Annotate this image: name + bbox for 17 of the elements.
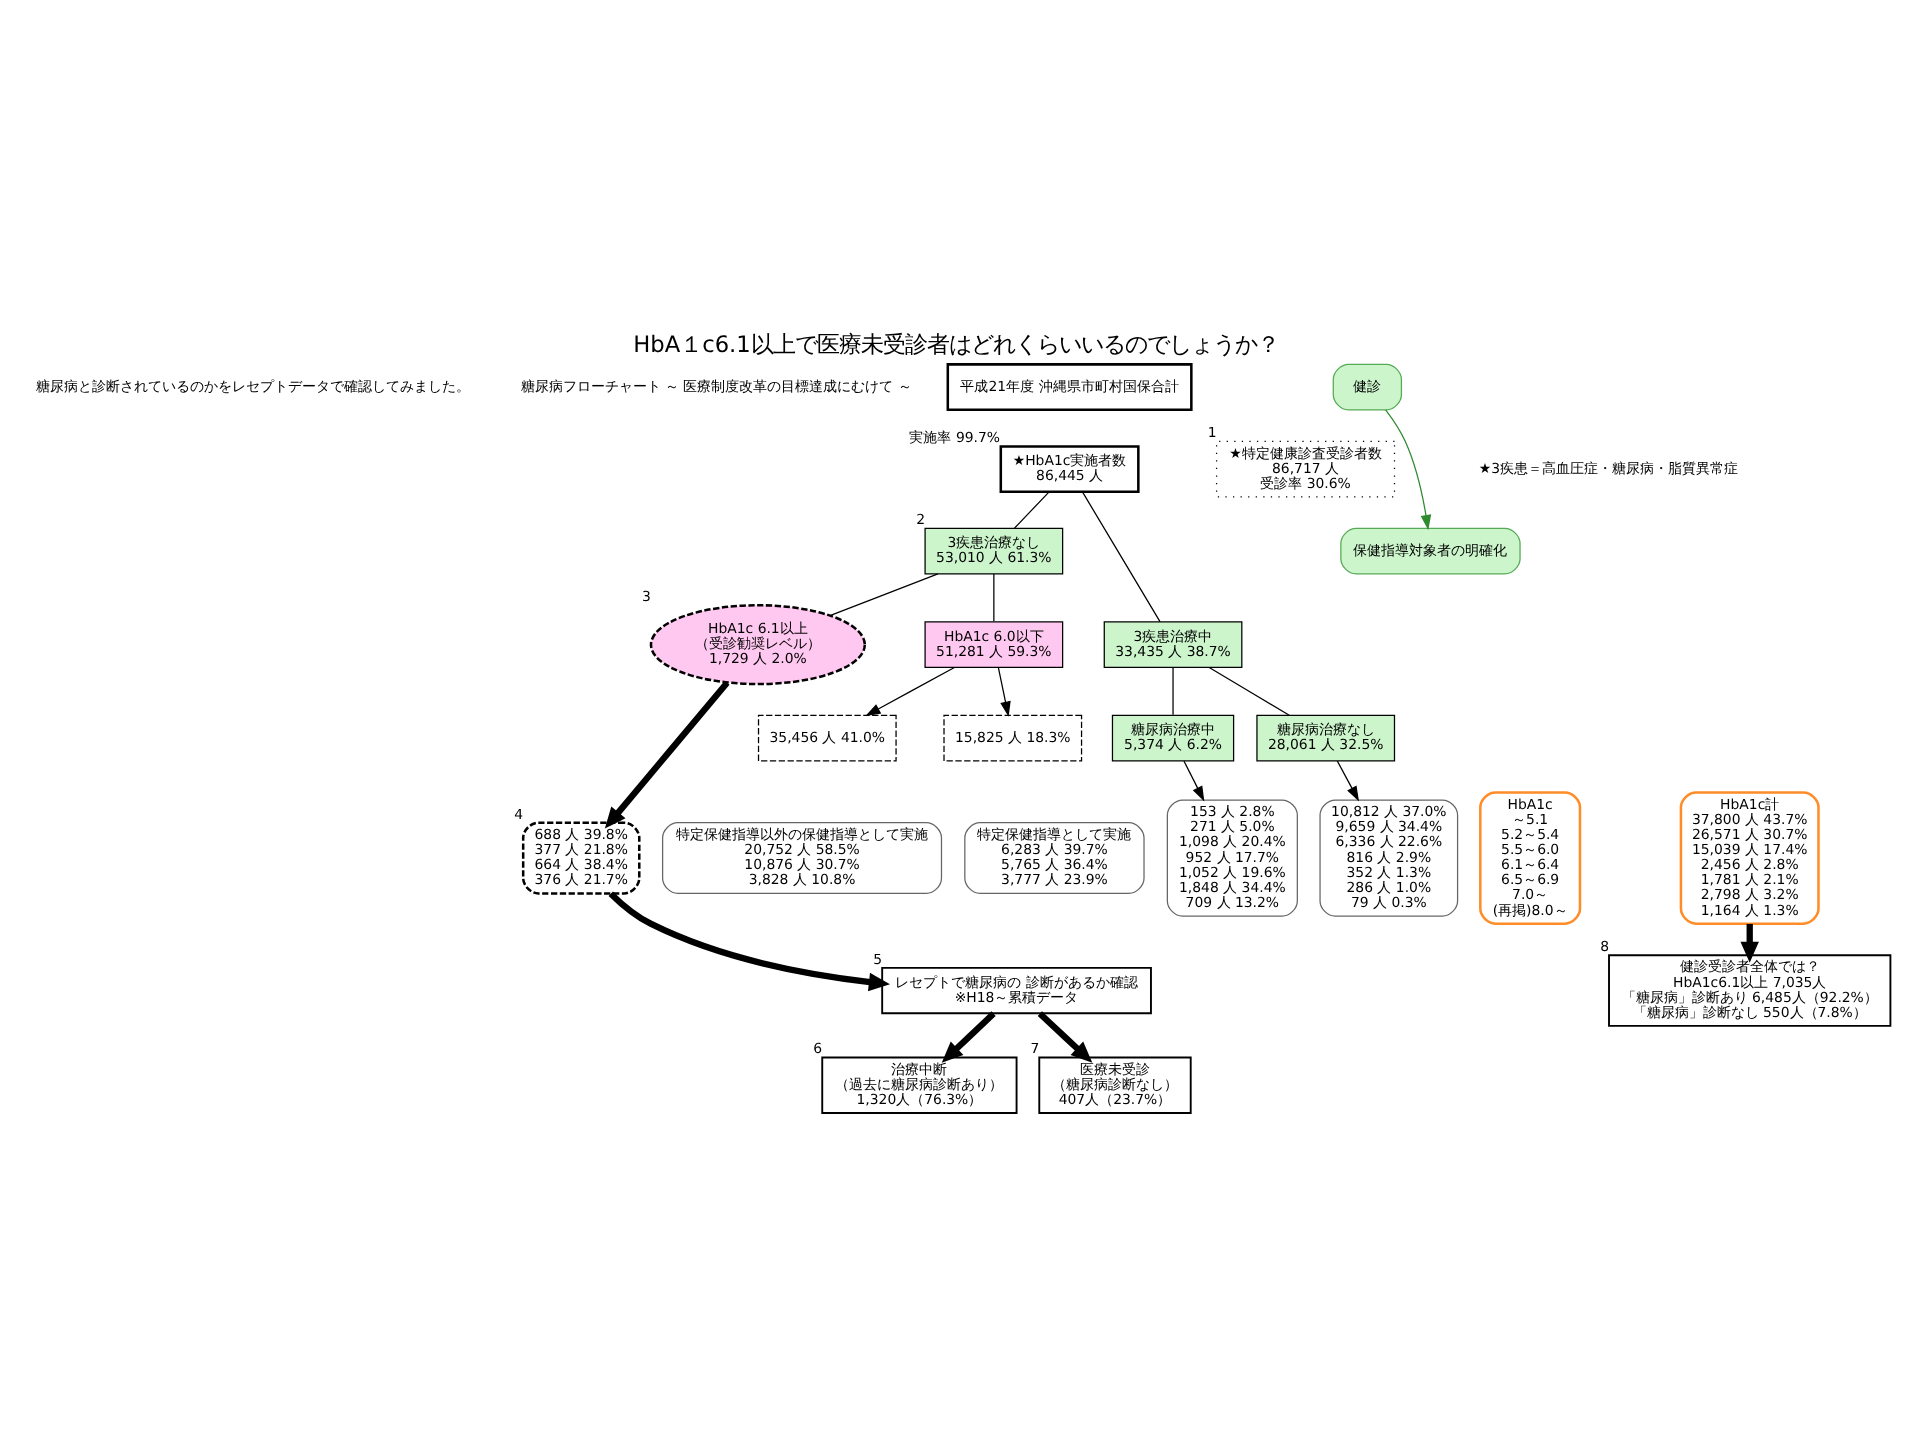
connector bbox=[1081, 490, 1161, 622]
arrow bbox=[1183, 759, 1205, 801]
arrow bbox=[604, 679, 730, 828]
arrow bbox=[1385, 408, 1432, 530]
connector bbox=[993, 572, 995, 621]
connector bbox=[1172, 665, 1174, 715]
connector bbox=[829, 572, 939, 616]
diagram-title: HbA１c6.1以上で医療未受診者はどれくらいいるのでしょうか？ bbox=[633, 329, 1279, 358]
arrow bbox=[1740, 922, 1759, 962]
arrow bbox=[1336, 759, 1360, 801]
arrow bbox=[941, 1010, 996, 1062]
arrow bbox=[997, 665, 1011, 716]
arrow bbox=[865, 665, 955, 716]
connector bbox=[1208, 665, 1290, 715]
arrow bbox=[1037, 1010, 1093, 1062]
connector bbox=[1013, 490, 1050, 528]
arrow bbox=[608, 890, 890, 991]
